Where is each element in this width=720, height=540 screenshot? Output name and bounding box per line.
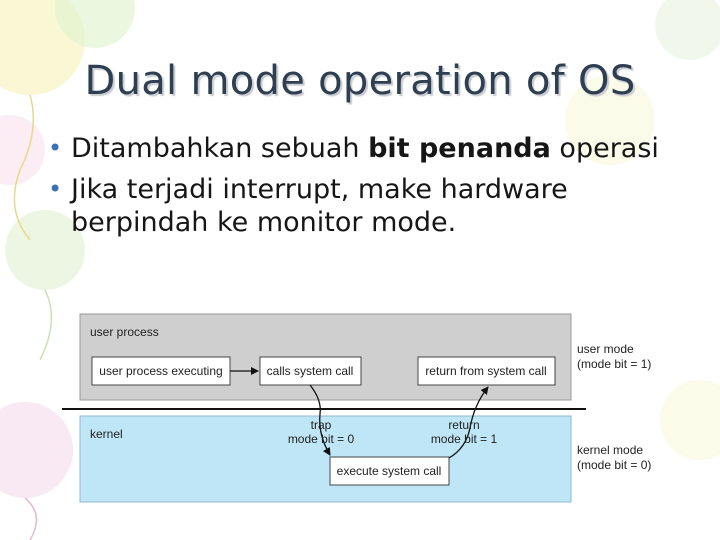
user-mode-label: user mode <box>577 342 634 356</box>
user-process-executing-label: user process executing <box>99 364 222 378</box>
calls-system-call-label: calls system call <box>267 364 354 378</box>
bullet-icon: • <box>48 134 63 162</box>
kernel-region <box>79 415 572 503</box>
return-from-system-call-box <box>417 356 556 386</box>
bullet-icon: • <box>48 175 63 203</box>
trap-label: trap <box>311 418 332 432</box>
return-from-system-call-label: return from system call <box>425 364 546 378</box>
kernel-mode-label: kernel mode <box>577 443 643 457</box>
execute-system-call-label: execute system call <box>337 464 442 478</box>
return-label: return <box>448 418 479 432</box>
user-region-label: user process <box>90 325 159 339</box>
kernel-mode-bit-label: (mode bit = 0) <box>577 458 651 472</box>
calls-system-call-box <box>259 356 362 386</box>
bullet-text: Jika terjadi interrupt, make hardware be… <box>71 174 568 238</box>
bullet-item: • Ditambahkan sebuah bit penanda operasi <box>48 132 708 165</box>
user-mode-bit-label: (mode bit = 1) <box>577 357 651 371</box>
bullet-list: • Ditambahkan sebuah bit penanda operasi… <box>48 132 708 247</box>
arrow-trap <box>309 384 331 456</box>
kernel-region-label: kernel <box>90 427 123 441</box>
bullet-item: • Jika terjadi interrupt, make hardware … <box>48 173 708 239</box>
bullet-bold-text: bit penanda <box>368 133 551 164</box>
user-process-executing-box <box>91 356 231 386</box>
return-mode-bit-label: mode bit = 1 <box>431 432 498 446</box>
bullet-text: Ditambahkan sebuah <box>71 133 369 164</box>
trap-mode-bit-label: mode bit = 0 <box>288 432 355 446</box>
bullet-text: operasi <box>550 133 659 164</box>
slide-title: Dual mode operation of OS <box>84 58 636 104</box>
execute-system-call-box <box>329 456 450 486</box>
arrow-return <box>448 386 489 459</box>
